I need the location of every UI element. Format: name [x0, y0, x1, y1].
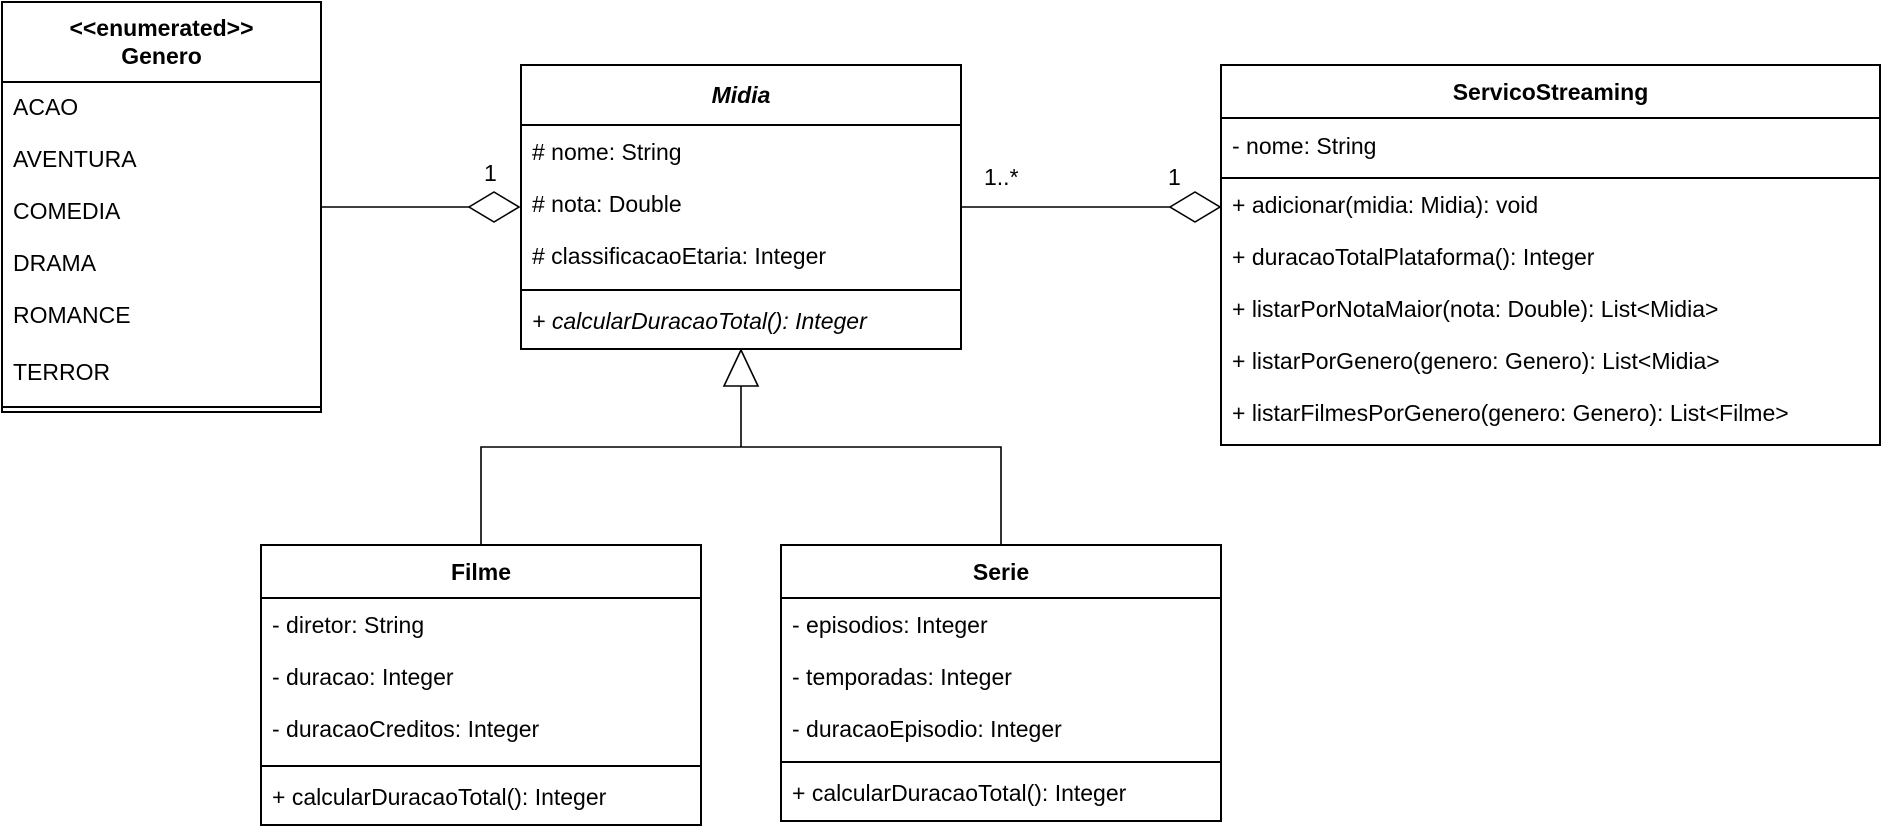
attribute: - duracao: Integer: [272, 664, 454, 690]
generalization-line-serie: [741, 446, 1002, 545]
class-genero: <<enumerated>> Genero ACAO AVENTURA COME…: [1, 1, 322, 413]
class-midia: Midia # nome: String # nota: Double # cl…: [520, 64, 962, 350]
class-name: Filme: [450, 558, 512, 585]
method: + listarFilmesPorGenero(genero: Genero):…: [1232, 400, 1789, 426]
methods-section: + calcularDuracaoTotal(): Integer: [782, 763, 1220, 820]
class-servico-streaming: ServicoStreaming - nome: String + adicio…: [1220, 64, 1881, 446]
class-name: ServicoStreaming: [1452, 78, 1649, 105]
attribute: - diretor: String: [272, 612, 425, 638]
method: + calcularDuracaoTotal(): Integer: [792, 780, 1127, 806]
method: + calcularDuracaoTotal(): Integer: [272, 784, 607, 810]
attributes-section: - nome: String: [1222, 119, 1879, 179]
enum-value: ROMANCE: [13, 302, 131, 328]
attribute: - duracaoEpisodio: Integer: [792, 716, 1062, 742]
enum-value: DRAMA: [13, 250, 97, 276]
class-name: Genero: [121, 43, 202, 69]
method: + duracaoTotalPlataforma(): Integer: [1232, 244, 1595, 270]
multiplicity-servico-side: 1: [1168, 164, 1181, 190]
attributes-section: # nome: String # nota: Double # classifi…: [522, 126, 960, 291]
method: + listarPorNotaMaior(nota: Double): List…: [1232, 296, 1719, 322]
class-title: Serie: [782, 546, 1220, 599]
attribute: - temporadas: Integer: [792, 664, 1012, 690]
class-filme: Filme - diretor: String - duracao: Integ…: [260, 544, 702, 826]
generalization-arrowhead: [722, 348, 760, 387]
methods-section: + calcularDuracaoTotal(): Integer: [262, 767, 700, 824]
enum-value: AVENTURA: [13, 146, 137, 172]
class-title: <<enumerated>> Genero: [3, 3, 320, 83]
enum-values: ACAO AVENTURA COMEDIA DRAMA ROMANCE TERR…: [3, 83, 320, 408]
enum-value: COMEDIA: [13, 198, 121, 224]
class-name: Midia: [711, 82, 771, 108]
class-title: ServicoStreaming: [1222, 66, 1879, 119]
attribute: # classificacaoEtaria: Integer: [532, 243, 827, 269]
method: + adicionar(midia: Midia): void: [1232, 192, 1539, 218]
method: + listarPorGenero(genero: Genero): List<…: [1232, 348, 1720, 374]
enum-value: ACAO: [13, 94, 79, 120]
enum-value: TERROR: [13, 359, 111, 385]
class-title: Filme: [262, 546, 700, 599]
class-name: Serie: [972, 558, 1030, 585]
class-serie: Serie - episodios: Integer - temporadas:…: [780, 544, 1222, 822]
attribute: - episodios: Integer: [792, 612, 988, 638]
class-title: Midia: [522, 66, 960, 126]
attribute: - nome: String: [1232, 133, 1377, 159]
attributes-section: - episodios: Integer - temporadas: Integ…: [782, 599, 1220, 763]
method: + calcularDuracaoTotal(): Integer: [532, 308, 867, 334]
attribute: - duracaoCreditos: Integer: [272, 716, 540, 742]
attribute: # nome: String: [532, 139, 682, 165]
aggregation-diamond-servico: [1168, 191, 1222, 223]
aggregation-diamond-midia: [467, 191, 521, 223]
multiplicity-genero-midia: 1: [484, 160, 497, 186]
stereotype: <<enumerated>>: [69, 15, 254, 41]
attributes-section: - diretor: String - duracao: Integer - d…: [262, 599, 700, 767]
attribute: # nota: Double: [532, 191, 682, 217]
methods-section: + adicionar(midia: Midia): void + duraca…: [1222, 179, 1879, 444]
generalization-line-filme: [480, 446, 741, 545]
methods-section: + calcularDuracaoTotal(): Integer: [522, 291, 960, 348]
multiplicity-midia-side: 1..*: [984, 164, 1019, 190]
